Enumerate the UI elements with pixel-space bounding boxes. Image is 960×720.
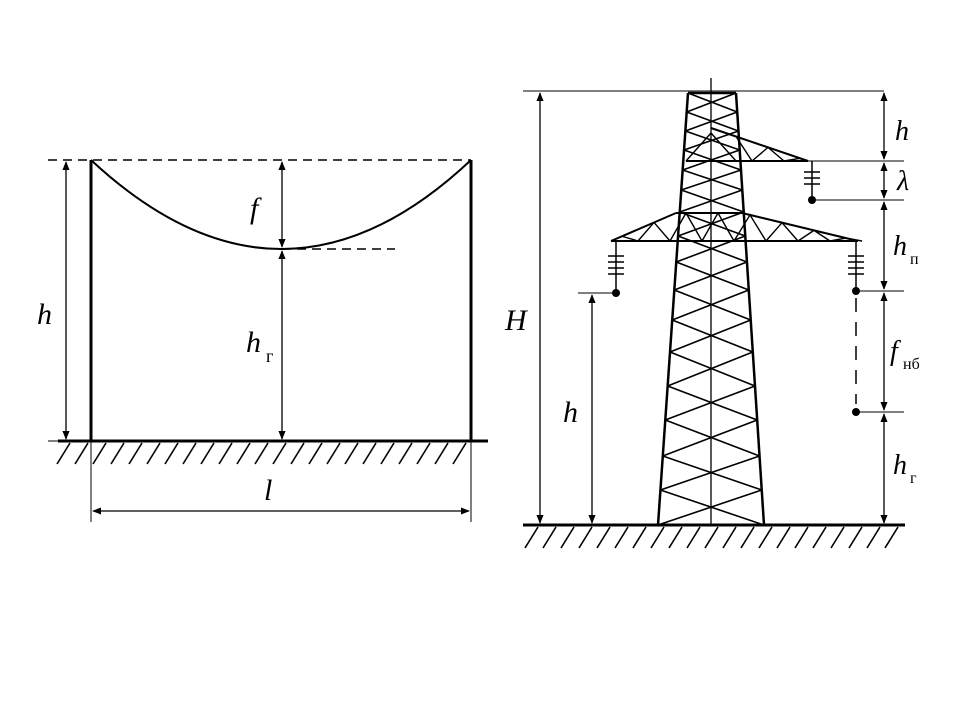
lower-crossarm [610, 212, 863, 242]
upper-crossarm [685, 127, 809, 162]
top-segment-label: h [895, 116, 909, 147]
sag-label-subscript: нб [903, 356, 920, 373]
phase-spacing-label-subscript: п [910, 251, 919, 268]
tower-height-label: H [504, 304, 529, 337]
height-label: h [37, 298, 52, 331]
phase-spacing-label: h [893, 231, 907, 262]
clearance-label: h [246, 326, 261, 359]
insulator-length-label: λ [896, 166, 909, 197]
suspension-height-label: h [563, 396, 578, 429]
left-insulator [608, 241, 624, 297]
tower-ground-hatch [524, 526, 899, 549]
span-length-label: l [264, 474, 272, 507]
clearance-label-subscript: г [910, 470, 917, 487]
sag-label: f [250, 192, 262, 225]
tower-body [656, 78, 766, 526]
tower-diagram: H h h λ h п f нб h г [504, 78, 920, 549]
right-insulator [848, 241, 864, 416]
clearance-label: h [893, 450, 907, 481]
conductor-sag-curve [90, 159, 472, 250]
upper-insulator [804, 161, 820, 204]
clearance-label-subscript: г [266, 346, 273, 366]
span-ground-hatch [56, 442, 467, 465]
right-conductor [852, 287, 860, 295]
sag-label: f [890, 336, 901, 367]
span-diagram: h f h г l [37, 159, 488, 522]
